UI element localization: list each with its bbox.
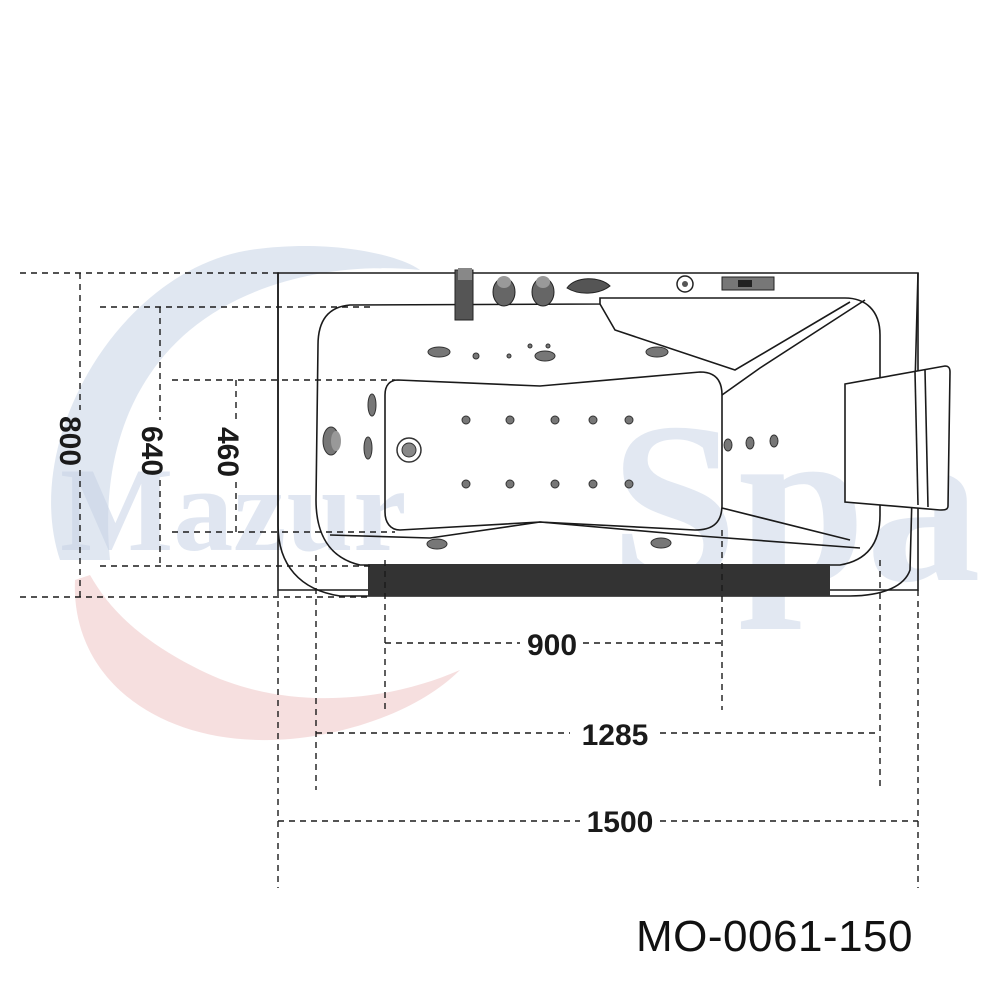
headrest	[844, 365, 951, 511]
jet-icon	[363, 436, 373, 460]
jet-icon	[426, 538, 448, 550]
jet-icon	[505, 479, 515, 489]
valve-knob-right-icon	[531, 276, 555, 307]
dim-total-depth: 800	[53, 416, 86, 466]
jet-icon	[650, 537, 672, 549]
controls	[454, 268, 775, 321]
dim-inner-depth: 640	[135, 426, 168, 476]
jet-icon	[745, 436, 755, 450]
control-button-icon	[676, 275, 694, 293]
tub-outer-shell	[277, 272, 919, 597]
jet-icon	[534, 350, 556, 362]
hand-shower-icon	[566, 278, 611, 294]
tub-seat	[599, 301, 851, 371]
tub-seat-slope	[721, 299, 866, 396]
jet-icon	[550, 415, 560, 425]
dim-total-width: 1500	[587, 806, 654, 839]
control-panel-icon	[721, 276, 775, 291]
tub-step-line	[329, 521, 861, 549]
jet-icon	[367, 393, 377, 417]
tub-floor	[384, 371, 723, 531]
jet-icon	[506, 353, 512, 359]
jet-icon	[461, 415, 471, 425]
model-code: MO-0061-150	[636, 912, 913, 961]
jet-icon	[588, 415, 598, 425]
jet-icon	[427, 346, 451, 358]
watermark-arc-blue	[51, 245, 420, 561]
faucet-spout-icon	[458, 268, 472, 280]
jet-icon	[527, 343, 533, 349]
tub-step-line-2	[721, 507, 851, 541]
dim-floor-width: 900	[527, 629, 577, 662]
dimension-lines	[20, 272, 919, 888]
dim-floor-depth: 460	[211, 427, 244, 477]
jet-icon	[505, 415, 515, 425]
jet-icon	[588, 479, 598, 489]
jet-icon	[545, 343, 551, 349]
jet-icon	[769, 434, 779, 448]
jet-icon	[645, 346, 669, 358]
watermark-logo: Mazur Spa	[51, 245, 981, 741]
jet-icon	[550, 479, 560, 489]
drain-icon	[396, 437, 422, 463]
front-panel	[368, 564, 830, 596]
jet-icon	[624, 479, 634, 489]
jet-icon	[472, 352, 480, 360]
tub-inner-edge	[315, 297, 881, 566]
watermark-arc-red	[74, 575, 461, 741]
watermark-text-left: Mazur	[60, 443, 407, 576]
overflow-icon	[322, 426, 341, 456]
jets	[363, 343, 779, 550]
jet-icon	[624, 415, 634, 425]
dim-inner-width: 1285	[582, 719, 649, 752]
jet-icon	[723, 438, 733, 452]
jet-icon	[461, 479, 471, 489]
tub-body	[277, 272, 919, 597]
valve-knob-left-icon	[492, 276, 516, 307]
